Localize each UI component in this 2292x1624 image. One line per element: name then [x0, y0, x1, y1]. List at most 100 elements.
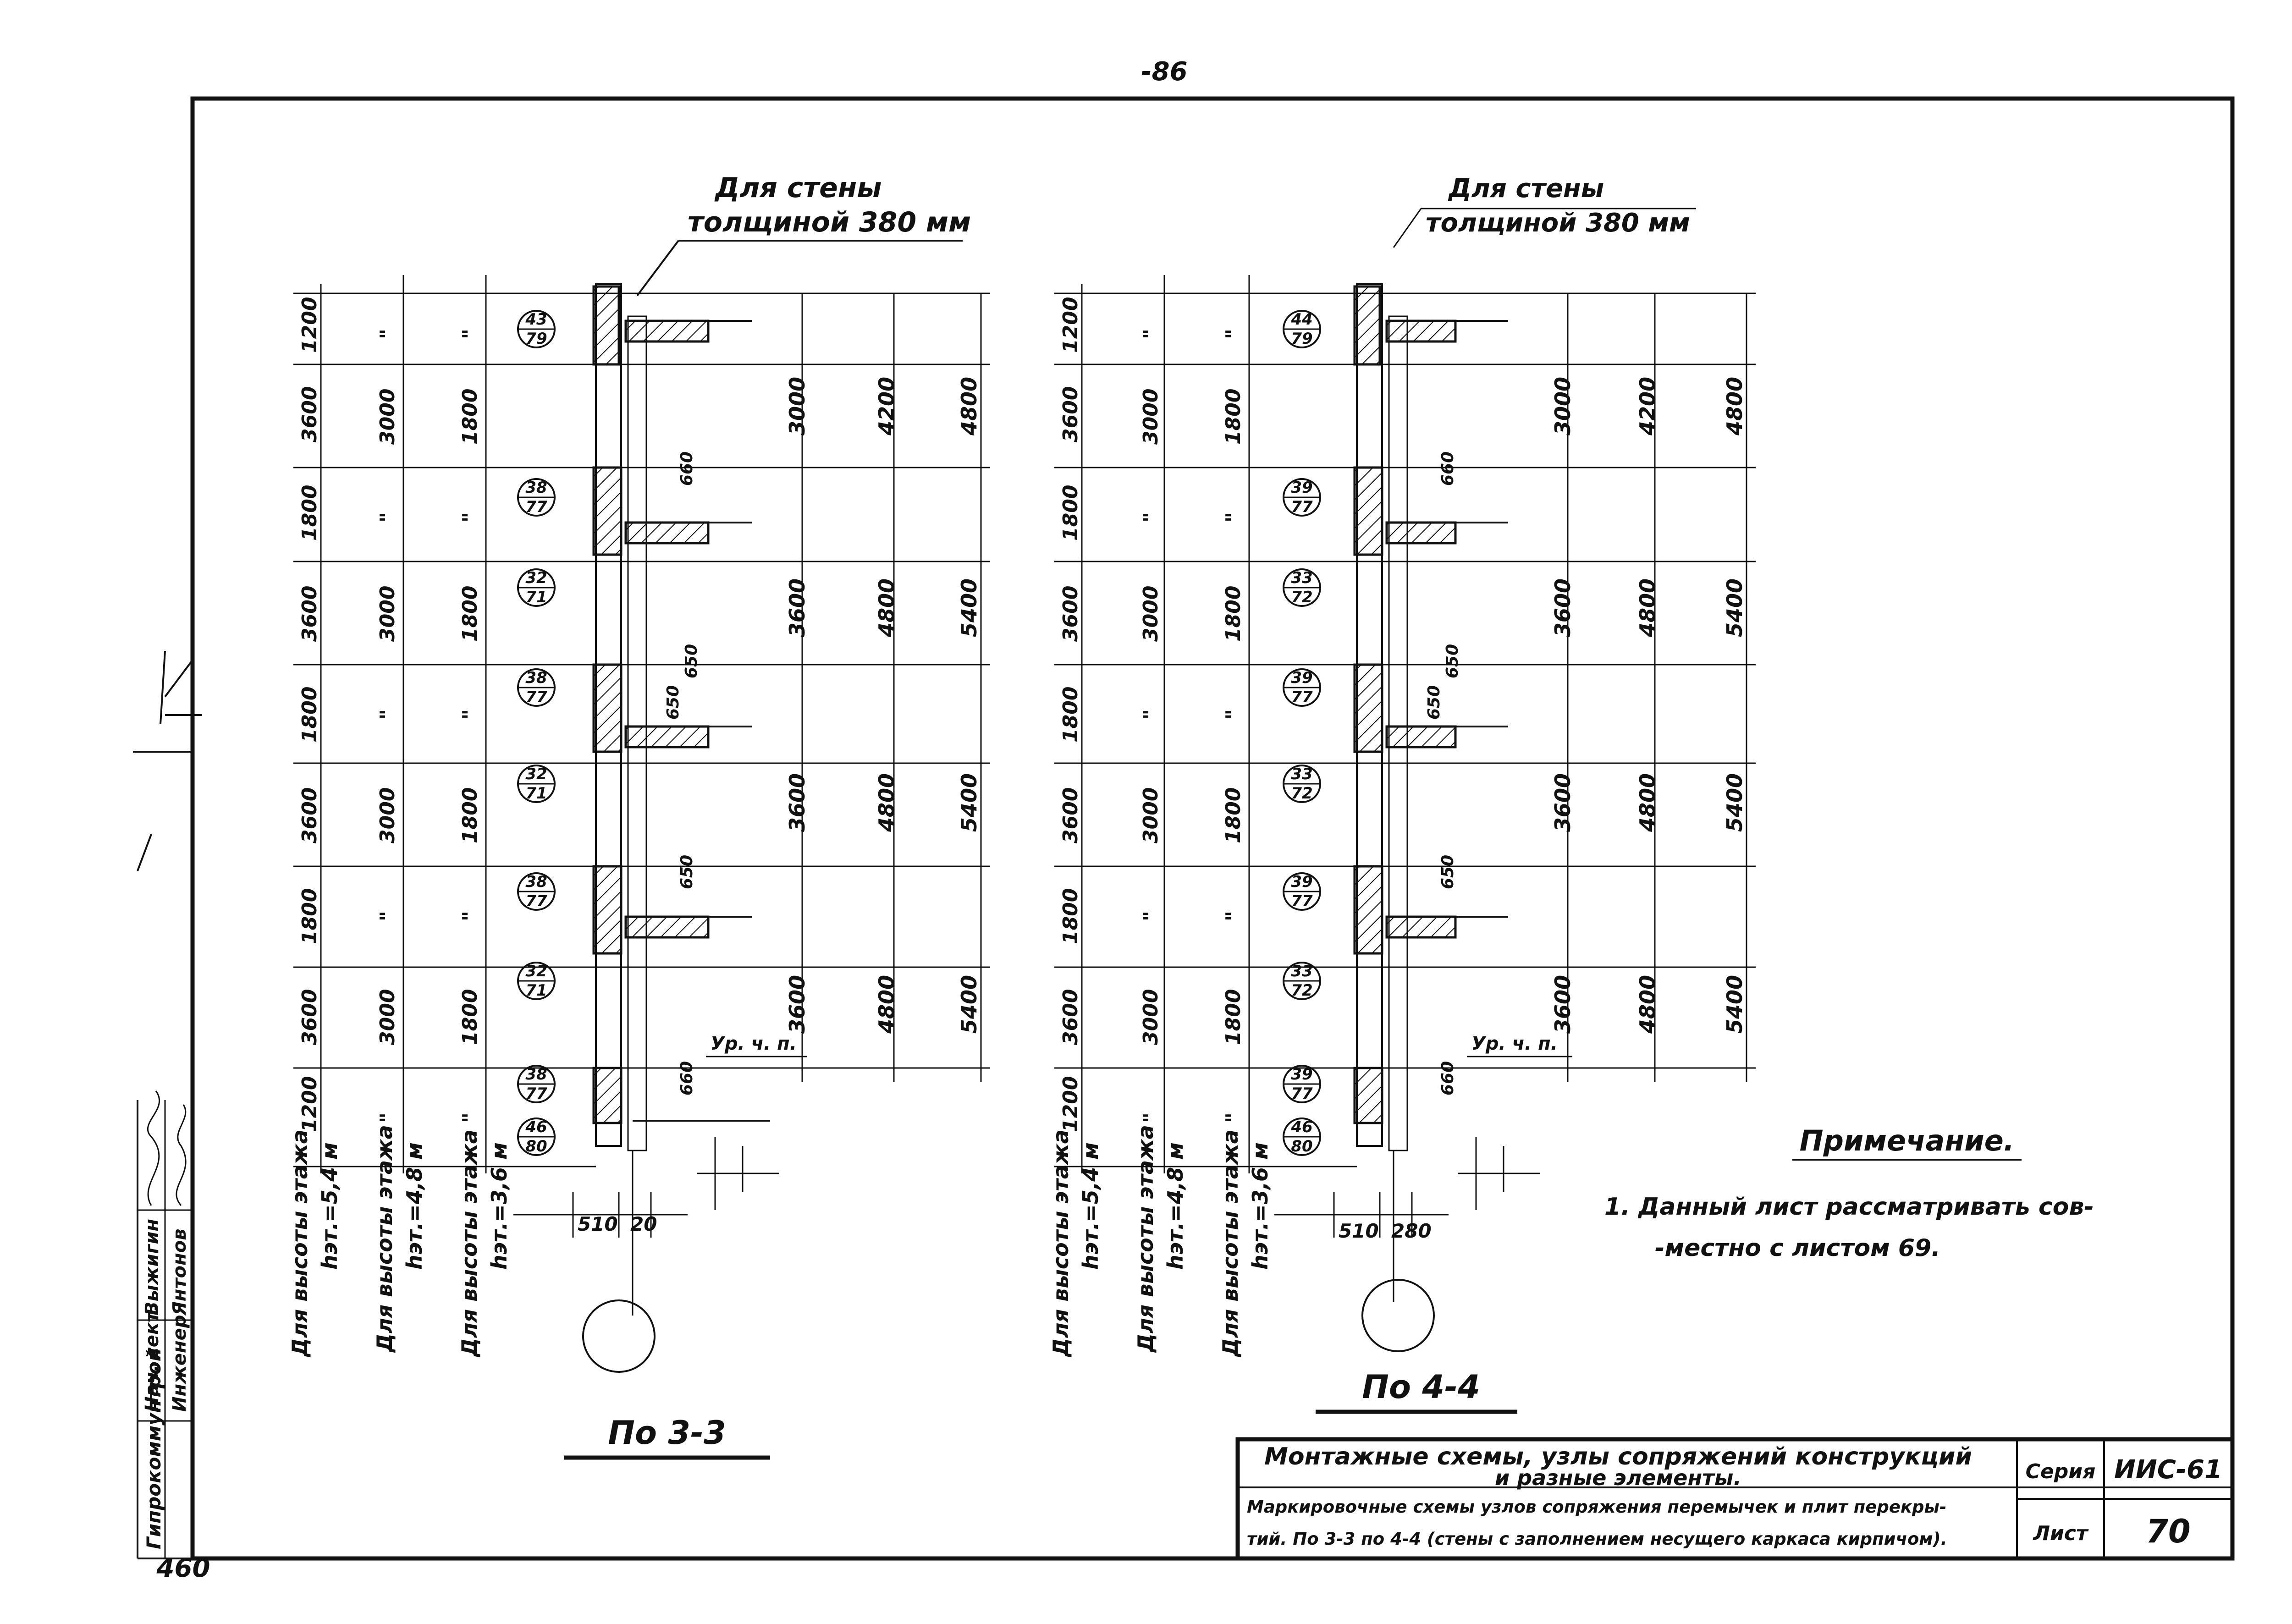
s3-floor-dim-2-3: 4800 [874, 975, 899, 1034]
svg-text:77: 77 [525, 892, 547, 910]
s3-axis-circle [582, 1299, 656, 1373]
svg-text:71: 71 [525, 784, 547, 803]
s4-wall-elevation [1353, 283, 1508, 1151]
svg-text:79: 79 [525, 330, 547, 348]
s3-height-value-2: hэт.=3,6 м [487, 1142, 512, 1270]
s4-col-b-7: 3000 [1139, 989, 1163, 1045]
s3-level-label: Ур. ч. п. [711, 1033, 797, 1054]
svg-text:77: 77 [525, 688, 547, 706]
s4-col-b-5: 3000 [1139, 787, 1163, 843]
s3-col-a-2: 1800 [298, 485, 321, 541]
s4-height-value-0: hэт.=5,4 м [1078, 1142, 1103, 1270]
s3-col-c-5: 1800 [458, 787, 482, 843]
s4-col-b-4: " [1139, 709, 1163, 720]
s4-col-a-4: 1800 [1059, 687, 1082, 743]
s4-axis-circle [1361, 1279, 1435, 1352]
svg-text:33: 33 [1291, 765, 1312, 783]
s3-floor-dim-1-0: 3000 [785, 377, 810, 435]
s4-level-label: Ур. ч. п. [1471, 1033, 1558, 1054]
s4-col-b-2: " [1139, 512, 1163, 523]
s3-small-dim-3: 650 [678, 855, 696, 889]
s3-floor-dim-1-2: 3600 [785, 773, 810, 832]
s3-col-c-7: 1800 [458, 989, 482, 1045]
s4-col-b-8: " [1139, 1112, 1163, 1123]
s4-small-dim-1: 650 [1443, 644, 1462, 678]
s3-floor-dim-2-1: 4800 [874, 578, 899, 638]
s3-col-b-1: 3000 [376, 389, 399, 445]
svg-text:32: 32 [525, 569, 547, 587]
s4-floor-dim-2-2: 4800 [1635, 773, 1660, 832]
sheet-value: 70 [2146, 1513, 2190, 1550]
s4-height-value-2: hэт.=3,6 м [1248, 1142, 1273, 1270]
s4-floor-dim-3-3: 5400 [1722, 975, 1747, 1034]
s3-small-dim-4: 660 [678, 1061, 696, 1096]
s3-col-b-2: " [376, 512, 399, 523]
s3-floor-dim-1-3: 3600 [785, 975, 810, 1034]
s4-height-value-1: hэт.=4,8 м [1163, 1142, 1188, 1270]
svg-text:72: 72 [1291, 784, 1312, 803]
s3-floor-dim-2-0: 4200 [874, 377, 899, 436]
s3-bottom-dim-1: 20 [630, 1213, 657, 1235]
s4-col-a-5: 3600 [1059, 787, 1082, 843]
series-label: Серия [2026, 1460, 2096, 1483]
svg-text:32: 32 [525, 962, 547, 980]
s4-floor-dim-2-0: 4200 [1635, 377, 1660, 436]
svg-text:38: 38 [525, 479, 547, 497]
s4-col-c-7: 1800 [1222, 989, 1245, 1045]
s3-floor-dim-3-1: 5400 [957, 578, 981, 637]
svg-text:43: 43 [525, 310, 547, 329]
s4-floor-dim-1-1: 3600 [1550, 578, 1575, 637]
s4-col-b-6: " [1139, 911, 1163, 921]
s4-small-dim-4: 660 [1438, 1061, 1457, 1096]
svg-text:72: 72 [1291, 588, 1312, 606]
svg-text:44: 44 [1290, 310, 1312, 329]
s3-col-a-1: 3600 [298, 386, 321, 442]
s4-small-dim-0: 660 [1438, 451, 1457, 486]
s4-col-c-0: " [1222, 329, 1245, 339]
svg-text:33: 33 [1291, 569, 1312, 587]
svg-text:77: 77 [1291, 1085, 1313, 1103]
svg-text:71: 71 [525, 981, 547, 1000]
s3-col-a-6: 1800 [298, 888, 321, 944]
s4-col-b-1: 3000 [1139, 389, 1163, 445]
s3-col-a-3: 3600 [298, 586, 321, 642]
s4-col-c-5: 1800 [1222, 787, 1245, 843]
svg-text:77: 77 [1291, 498, 1313, 516]
s3-height-value-1: hэт.=4,8 м [402, 1142, 427, 1270]
s4-floor-dim-3-2: 5400 [1722, 773, 1747, 832]
s4-small-dim-2: 650 [1425, 685, 1444, 720]
s4-bottom-dim-1: 280 [1391, 1220, 1432, 1242]
svg-text:77: 77 [1291, 688, 1313, 706]
svg-text:38: 38 [525, 1065, 547, 1084]
svg-text:80: 80 [1291, 1137, 1312, 1156]
s3-col-c-8: " [458, 1112, 482, 1123]
s3-height-title-1: Для высоты этажа [372, 1125, 397, 1353]
svg-text:46: 46 [525, 1118, 547, 1136]
s4-col-a-7: 3600 [1059, 989, 1082, 1045]
s3-small-dim-1: 650 [682, 644, 701, 678]
svg-text:46: 46 [1290, 1118, 1312, 1136]
s4-floor-dim-2-3: 4800 [1635, 975, 1660, 1034]
note-title: Примечание. [1800, 1124, 2015, 1157]
s3-height-title-0: Для высоты этажа [287, 1129, 312, 1358]
svg-text:39: 39 [1291, 1065, 1312, 1084]
s4-small-dim-3: 650 [1438, 855, 1457, 889]
s3-col-b-4: " [376, 709, 399, 720]
s3-floor-dim-2-2: 4800 [874, 773, 899, 832]
section-4-4: Для стены толщиной 380 мм 1200 3600 180 [1048, 174, 1756, 1414]
s3-height-value-0: hэт.=5,4 м [317, 1142, 342, 1270]
s4-height-title-2: Для высоты этажа [1218, 1129, 1243, 1358]
strip-role-head: Нач. сект. [142, 1305, 163, 1412]
s3-col-a-8: 1200 [298, 1076, 321, 1132]
callout-line2-right: толщиной 380 мм [1426, 208, 1690, 238]
